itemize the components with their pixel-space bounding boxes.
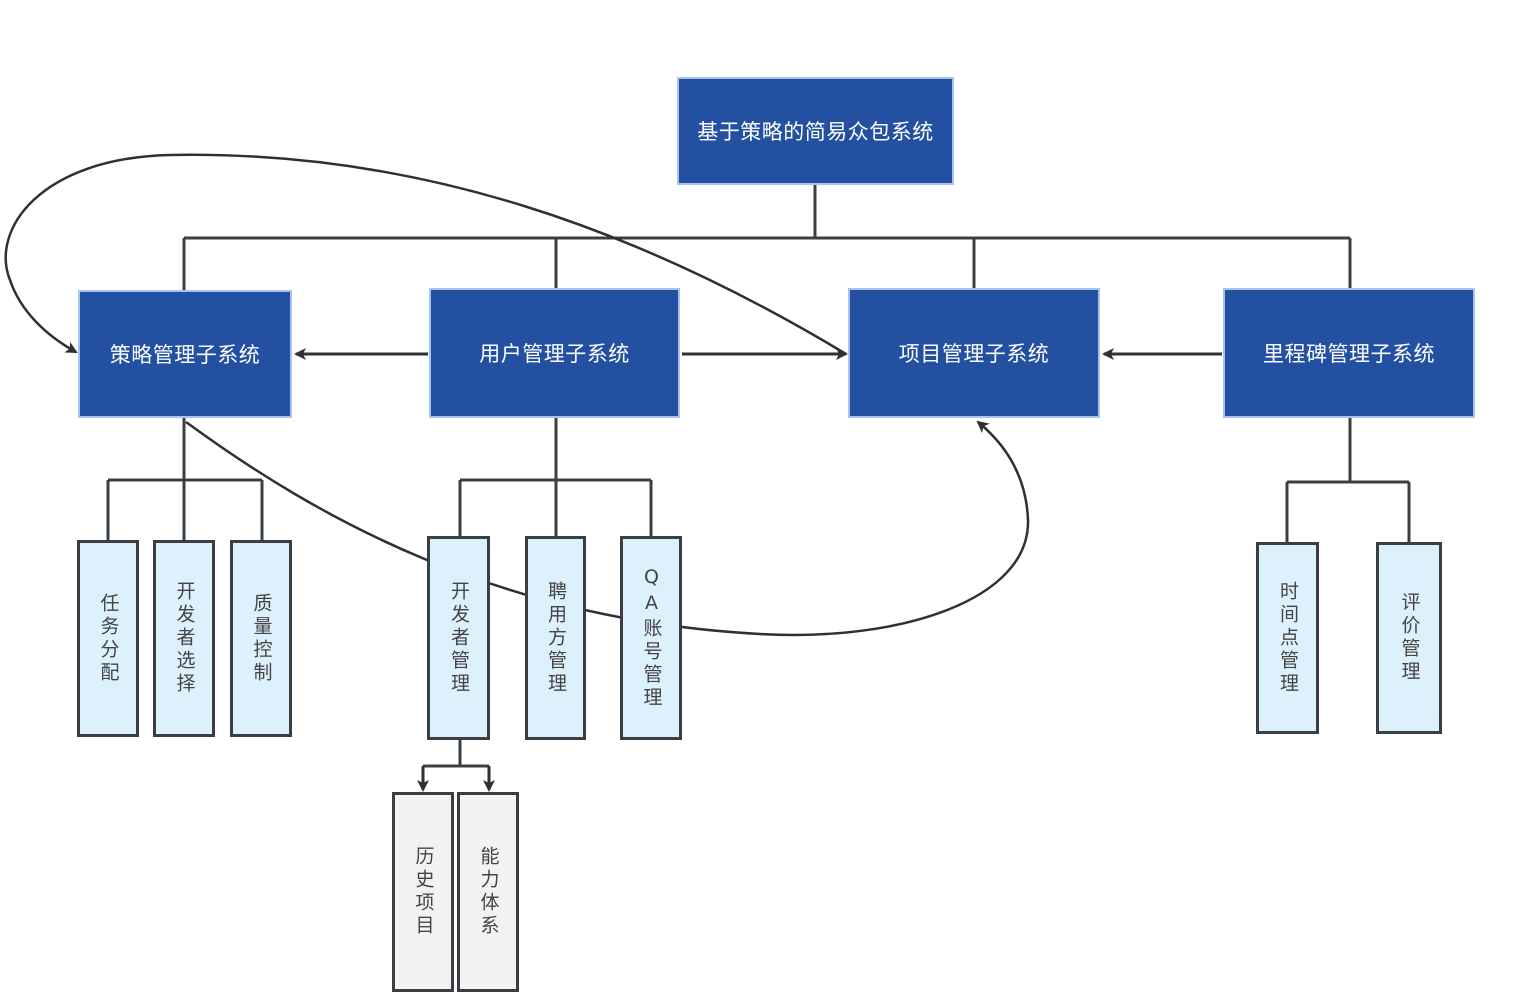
module-developer-management[interactable]: 开发者管理: [427, 536, 490, 740]
tree-line-user-modules: [458, 418, 653, 536]
submodule-label: 历史项目: [412, 846, 435, 938]
submodule-label: 能力体系: [477, 846, 500, 938]
subsystem-label: 里程碑管理子系统: [1263, 342, 1435, 366]
subsystem-project[interactable]: 项目管理子系统: [848, 288, 1100, 418]
root-node-label: 基于策略的简易众包系统: [697, 120, 934, 144]
tree-line-milestone-modules: [1285, 418, 1411, 542]
tree-line-dev-submodules: [423, 740, 489, 768]
subsystem-label: 用户管理子系统: [479, 342, 630, 366]
module-task-assignment[interactable]: 任务分配: [77, 540, 139, 737]
module-quality-control[interactable]: 质量控制: [230, 540, 292, 737]
module-label: 开发者管理: [448, 580, 470, 696]
module-evaluation-management[interactable]: 评价管理: [1376, 542, 1442, 734]
curve-project-to-strategy: [4, 153, 847, 356]
subsystem-strategy[interactable]: 策略管理子系统: [78, 290, 292, 418]
module-developer-selection[interactable]: 开发者选择: [153, 540, 215, 737]
subsystem-label: 项目管理子系统: [898, 342, 1050, 366]
subsystem-milestone[interactable]: 里程碑管理子系统: [1223, 288, 1475, 418]
module-label: 聘用方管理: [545, 580, 567, 696]
submodule-project-history[interactable]: 历史项目: [392, 792, 454, 992]
tree-line-strategy-modules: [106, 418, 264, 540]
module-label: QA账号管理: [640, 566, 663, 710]
module-label: 任务分配: [97, 592, 120, 685]
subsystem-label: 策略管理子系统: [109, 343, 261, 367]
module-employer-management[interactable]: 聘用方管理: [525, 536, 586, 740]
module-qa-account-management[interactable]: QA账号管理: [620, 536, 682, 740]
module-timepoint-management[interactable]: 时间点管理: [1256, 542, 1319, 734]
module-label: 评价管理: [1398, 592, 1421, 684]
curve-strategy-to-project: [185, 420, 1030, 637]
submodule-ability-system[interactable]: 能力体系: [457, 792, 519, 992]
module-label: 质量控制: [250, 592, 273, 685]
module-label: 开发者选择: [173, 581, 196, 696]
root-node[interactable]: 基于策略的简易众包系统: [677, 77, 954, 185]
subsystem-user[interactable]: 用户管理子系统: [429, 288, 680, 418]
module-label: 时间点管理: [1277, 580, 1299, 696]
